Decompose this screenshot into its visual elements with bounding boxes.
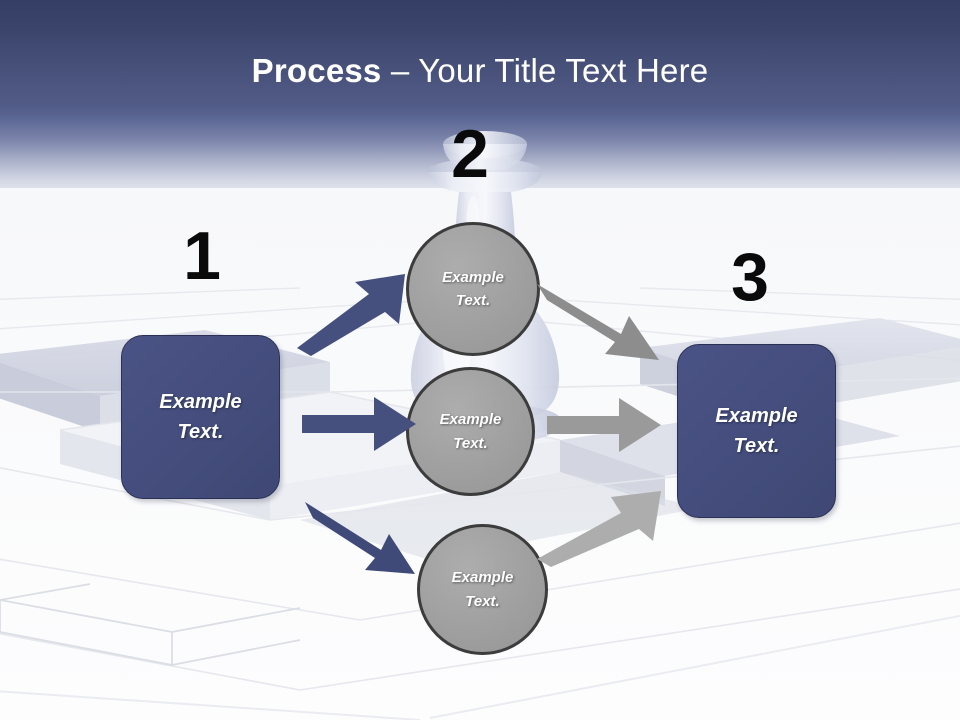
step-number-3: 3 [731, 239, 769, 315]
step-number-1: 1 [183, 218, 221, 294]
process-circle-top-line2: Text. [455, 292, 491, 309]
process-circle-top-line1: Example [442, 268, 504, 286]
process-box-left-line1: Example [159, 391, 242, 413]
blue-arrow-down-right-icon [305, 502, 415, 574]
gray-arrow-down-right-icon [537, 284, 659, 360]
title-bold-part: Process [251, 52, 382, 89]
gray-arrow-up-right-icon [537, 491, 661, 567]
process-box-left[interactable]: Example Text. [121, 335, 280, 499]
process-box-right-line2: Text. [733, 435, 780, 457]
process-circle-bottom[interactable]: Example Text. [417, 524, 548, 655]
process-circle-middle-line1: Example [439, 411, 502, 429]
process-box-right[interactable]: Example Text. [677, 344, 836, 518]
process-box-left-line2: Text. [177, 421, 224, 443]
gray-arrow-right-icon [547, 398, 661, 452]
process-circle-bottom-line2: Text. [465, 592, 500, 610]
process-circle-bottom-line1: Example [451, 569, 514, 587]
step-number-2: 2 [451, 116, 489, 192]
title-regular-part: Your Title Text Here [418, 52, 709, 89]
blue-arrow-right-icon [302, 397, 416, 451]
title-separator: – [381, 52, 419, 89]
process-circle-top[interactable]: Example Text. [406, 222, 540, 356]
process-circle-middle-line2: Text. [453, 434, 488, 452]
process-box-right-line1: Example [715, 405, 798, 427]
page-title: Process – Your Title Text Here [0, 52, 960, 90]
process-circle-middle[interactable]: Example Text. [406, 367, 535, 496]
header-gradient-band [0, 0, 960, 230]
blue-arrow-up-right-icon [297, 274, 405, 356]
